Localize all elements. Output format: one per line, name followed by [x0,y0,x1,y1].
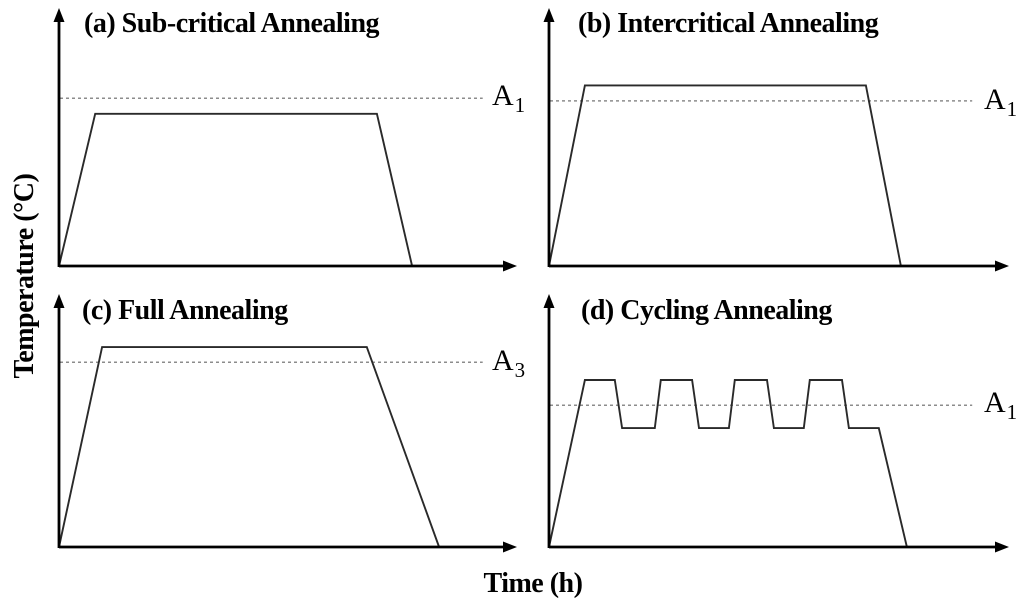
panel-a-title: (a) Sub-critical Annealing [84,8,380,39]
temperature-profile-line [548,379,908,548]
y-axis-arrowhead [53,8,65,22]
y-axis-label: Temperature (°C) [9,173,40,379]
temperature-profile-line [58,112,414,267]
panel-d-plot [543,294,1009,553]
panel-b-title: (b) Intercritical Annealing [578,8,879,39]
reference-label-base: A [492,344,514,377]
reference-label-base: A [984,83,1006,116]
reference-label-subscript: 1 [1006,400,1018,424]
y-axis-arrowhead [543,294,555,308]
x-axis-arrowhead [995,541,1009,553]
reference-label-base: A [492,79,514,112]
reference-label-subscript: 1 [1006,97,1018,121]
reference-label-a1-panel-a: A1 [492,79,526,117]
x-axis-arrowhead [503,260,517,272]
reference-label-a1-panel-b: A1 [984,83,1018,121]
x-axis-label: Time (h) [483,568,583,599]
y-axis-arrowhead [53,294,65,308]
x-axis-arrowhead [995,260,1009,272]
reference-label-a3-panel-c: A3 [492,344,526,382]
panel-d-title: (d) Cycling Annealing [581,295,832,326]
reference-label-subscript: 1 [514,93,526,117]
reference-label-a1-panel-d: A1 [984,386,1018,424]
panel-a-plot [53,8,517,272]
x-axis-arrowhead [503,541,517,553]
temperature-profile-line [548,84,902,267]
panel-c-title: (c) Full Annealing [82,295,288,326]
reference-label-base: A [984,386,1006,419]
panel-b-plot [543,8,1009,272]
y-axis-arrowhead [543,8,555,22]
panel-c-plot [53,294,517,553]
temperature-profile-line [58,346,440,548]
reference-label-subscript: 3 [514,358,526,382]
